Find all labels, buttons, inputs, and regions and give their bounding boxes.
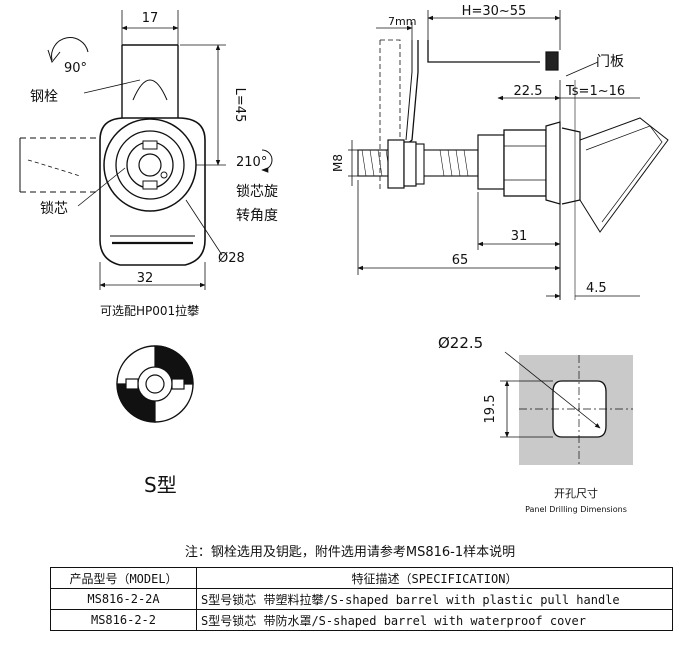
drill-diameter: Ø22.5: [438, 334, 483, 352]
core-rotation-label-1: 锁芯旋: [236, 184, 278, 200]
drill-title-en: Panel Drilling Dimensions: [525, 505, 627, 514]
core-label: 锁芯: [40, 201, 68, 217]
rotation-210-label: 210°: [236, 155, 267, 170]
drill-flat-dim: 19.5: [483, 395, 498, 424]
side-view: [348, 10, 669, 300]
dim-h-range: H=30~55: [462, 4, 527, 19]
latch-label: 钢栓: [30, 89, 58, 105]
technical-drawing: 17 90° 钢栓 L=45 锁芯 210° 锁芯旋 转角度 Ø28 32 可选…: [19, 4, 669, 514]
door-panel-label: 门板: [596, 54, 624, 70]
dim-diameter-28: Ø28: [218, 251, 245, 266]
table-header-row: 产品型号（MODEL） 特征描述（SPECIFICATION）: [50, 567, 673, 589]
table-row: MS816-2-2A S型号锁芯 带塑料拉攀/S-shaped barrel w…: [50, 588, 673, 610]
front-view: [19, 10, 273, 290]
dim-length: L=45: [232, 88, 247, 123]
s-type-label: S型: [144, 473, 177, 497]
drill-title-cn: 开孔尺寸: [554, 486, 598, 500]
dim-31: 31: [511, 229, 528, 244]
core-rotation-label-2: 转角度: [236, 208, 278, 224]
spec-table: 产品型号（MODEL） 特征描述（SPECIFICATION） MS816-2-…: [50, 567, 673, 631]
header-spec: 特征描述（SPECIFICATION）: [196, 567, 673, 589]
dim-4-5: 4.5: [586, 281, 607, 296]
table-row: MS816-2-2 S型号锁芯 带防水罩/S-shaped barrel wit…: [50, 609, 673, 631]
footnote: 注：钢栓选用及钥匙，附件选用请参考MS816-1样本说明: [184, 545, 516, 560]
handle-option-label: 可选配HP001拉攀: [100, 303, 199, 318]
s-type-core: [116, 345, 194, 423]
dim-7mm: 7mm: [388, 15, 416, 28]
row-spec: S型号锁芯 带防水罩/S-shaped barrel with waterpro…: [196, 609, 673, 631]
dim-width-bottom: 32: [137, 271, 154, 286]
header-model: 产品型号（MODEL）: [50, 567, 197, 589]
row-spec: S型号锁芯 带塑料拉攀/S-shaped barrel with plastic…: [196, 588, 673, 610]
dim-65: 65: [452, 253, 469, 268]
dim-thread-m8: M8: [331, 154, 345, 172]
rotation-90-label: 90°: [64, 61, 87, 76]
dim-width-top: 17: [142, 11, 159, 26]
dim-22-5: 22.5: [514, 84, 543, 99]
row-model: MS816-2-2A: [50, 588, 197, 610]
panel-drilling: [500, 351, 633, 465]
dim-ts-range: Ts=1~16: [565, 84, 625, 99]
row-model: MS816-2-2: [50, 609, 197, 631]
